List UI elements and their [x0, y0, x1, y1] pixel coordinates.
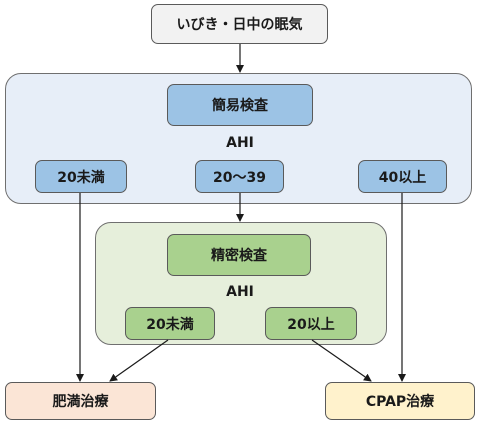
arrow-precise-ge20-to-cpap: [311, 339, 372, 382]
arrow-precise-lt20-to-obesity: [109, 339, 169, 382]
simple-lt20-node: 20未満: [35, 160, 127, 193]
symptom-node: いびき・日中の眠気: [151, 4, 328, 44]
simple-ge40-node: 40以上: [358, 160, 447, 193]
precise-ge20-node: 20以上: [265, 307, 357, 340]
simple-test-node: 簡易検査: [167, 84, 313, 126]
cpap-treatment-node: CPAP治療: [325, 382, 475, 420]
obesity-treatment-node: 肥満治療: [5, 382, 156, 420]
precise-lt20-node: 20未満: [125, 307, 215, 340]
precise-ahi-label: AHI: [226, 284, 254, 300]
simple-20-39-node: 20～39: [195, 160, 284, 193]
precise-test-node: 精密検査: [167, 234, 311, 276]
simple-ahi-label: AHI: [226, 135, 254, 151]
